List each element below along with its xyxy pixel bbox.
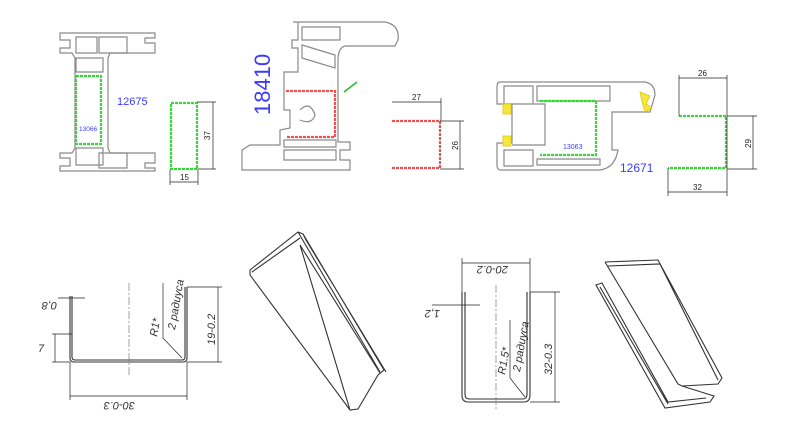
profile-code-label: 18410 xyxy=(250,54,275,115)
insert-13063-section: 26 29 32 xyxy=(667,69,757,196)
dim-top-width: 26 xyxy=(698,69,707,78)
insert-red-section: 27 26 xyxy=(392,93,464,170)
radius-label: R1* xyxy=(148,317,163,338)
radius-note: 2 радиуса xyxy=(511,320,532,373)
channel-2-3d-view xyxy=(595,259,723,409)
dim-height: 19-0.2 xyxy=(206,314,218,345)
dim-width: 20-0.2 xyxy=(477,263,509,275)
dim-height: 37 xyxy=(203,131,212,140)
dim-width: 27 xyxy=(412,93,421,102)
dim-height: 29 xyxy=(744,139,753,148)
dim-height: 32-0.3 xyxy=(543,343,555,375)
insert-13066-section: 37 15 xyxy=(169,101,216,185)
insert-code-label: 13063 xyxy=(563,144,583,151)
profile-code-label: 12675 xyxy=(117,96,148,108)
radius-label: R1.5* xyxy=(496,346,513,376)
dim-height: 26 xyxy=(451,141,460,150)
dim-thickness: 1,2 xyxy=(425,307,440,319)
profile-12675: 12675 13066 xyxy=(59,32,156,172)
profile-code-label: 12671 xyxy=(620,161,654,175)
radius-note: 2 радиуса xyxy=(166,278,187,331)
profile-18410: 18410 xyxy=(241,21,399,171)
dim-bottom-width: 32 xyxy=(693,183,702,192)
profile-12671: 13063 12671 xyxy=(496,81,656,175)
dim-thickness: 0,8 xyxy=(41,299,57,311)
dim-lip-height: 7 xyxy=(38,343,45,355)
channel-2-drawing: 20-0.2 1,2 32-0.3 R1.5* 2 радиуса xyxy=(425,258,560,410)
channel-1-3d-view xyxy=(249,231,387,411)
insert-code-label: 13066 xyxy=(79,126,97,133)
channel-1-drawing: 30-0.3 19-0.2 7 0,8 R1* 2 радиуса xyxy=(38,278,222,411)
dim-width: 30-0.3 xyxy=(103,399,135,411)
dim-width: 15 xyxy=(180,173,189,182)
